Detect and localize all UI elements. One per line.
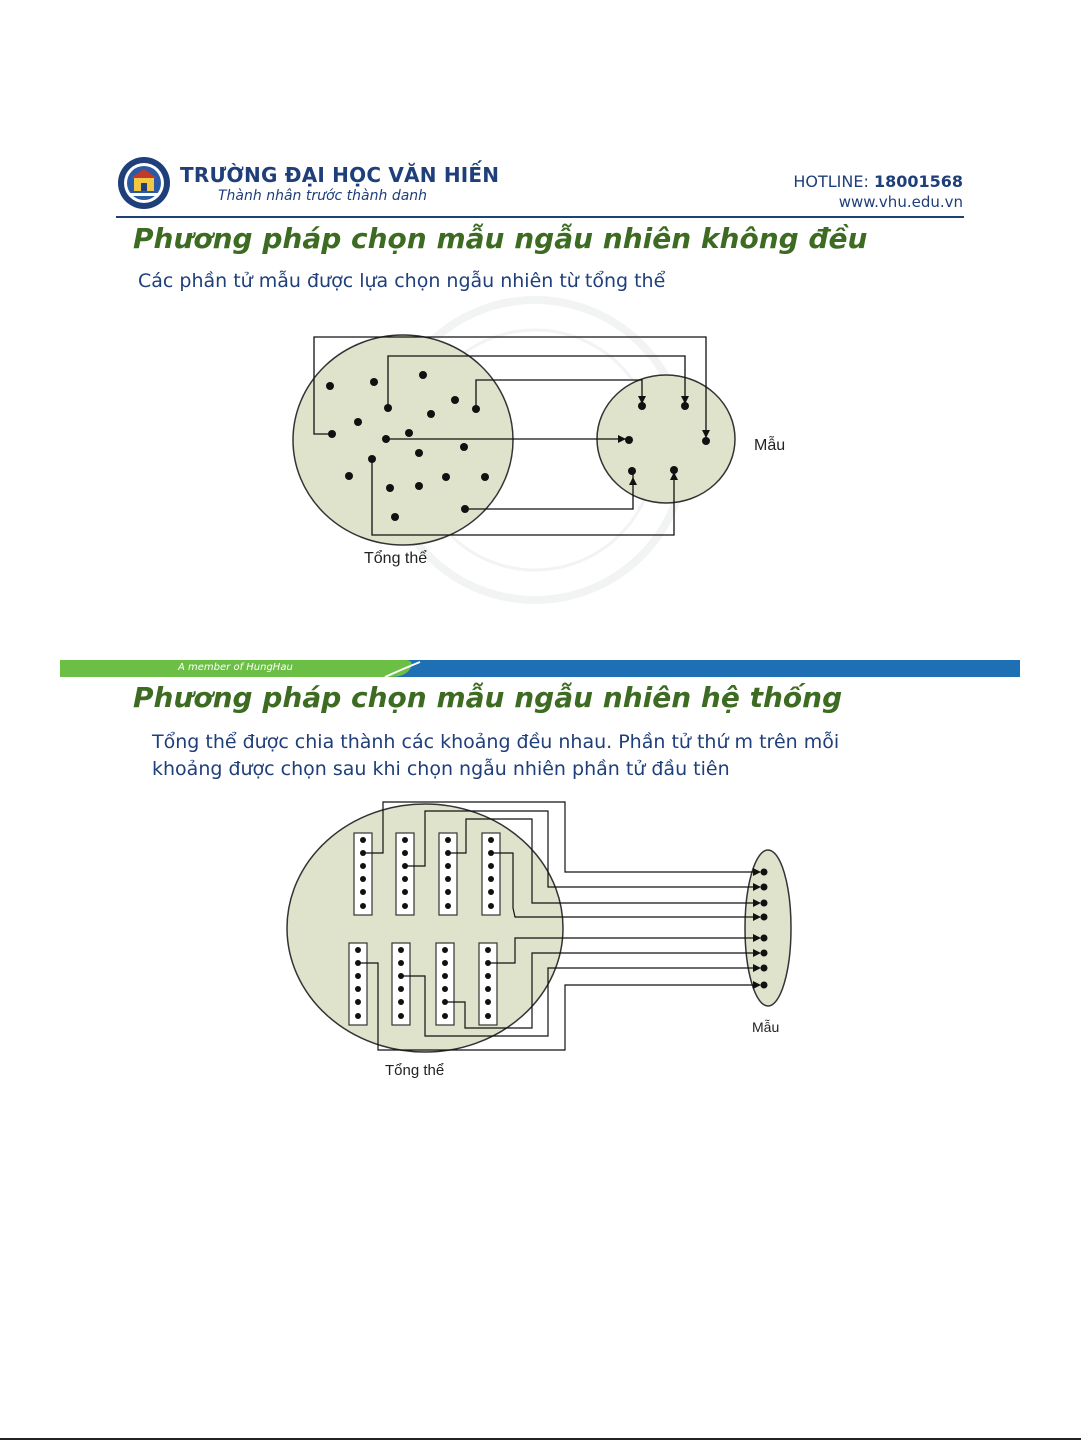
page-bottom-border [0, 1438, 1081, 1440]
university-seal-icon [118, 157, 170, 209]
slide2-title: Phương pháp chọn mẫu ngẫu nhiên hệ thống [133, 681, 843, 714]
population-circle [292, 334, 514, 546]
school-name: TRƯỜNG ĐẠI HỌC VĂN HIẾN [180, 163, 500, 187]
systematic-sampling-diagram: Mẫu Tổng thể [286, 801, 792, 1079]
sample-points [753, 868, 768, 989]
sample-points [618, 396, 710, 485]
population-label: Tổng thể [364, 549, 427, 567]
band-text: A member of HungHau [178, 662, 293, 673]
hotline-label: HOTLINE: [793, 172, 869, 191]
header-divider [116, 216, 964, 218]
hotline: HOTLINE: 18001568 [793, 172, 963, 191]
slide2-description-line2: khoảng được chọn sau khi chọn ngẫu nhiên… [152, 758, 730, 780]
school-slogan: Thành nhân trước thành danh [218, 188, 428, 204]
population-points [326, 371, 489, 521]
university-logo [116, 155, 172, 211]
slide2-description-line1: Tổng thể được chia thành các khoảng đều … [152, 731, 840, 753]
systematic-lines [358, 801, 755, 1051]
slide1-title: Phương pháp chọn mẫu ngẫu nhiên không đề… [133, 222, 868, 255]
selection-lines [313, 336, 707, 536]
hotline-number: 18001568 [873, 172, 963, 191]
website-link[interactable]: www.vhu.edu.vn [838, 193, 963, 211]
sample-label: Mẫu [752, 1019, 779, 1035]
sample-ellipse [744, 849, 792, 1007]
random-sampling-diagram: Mẫu Tổng thể [292, 296, 785, 604]
population-label: Tổng thể [385, 1062, 444, 1079]
sample-label: Mẫu [754, 435, 785, 454]
hunghau-band [60, 660, 1020, 677]
interval-points [355, 837, 494, 1019]
slide1-description: Các phần tử mẫu được lựa chọn ngẫu nhiên… [138, 270, 666, 292]
